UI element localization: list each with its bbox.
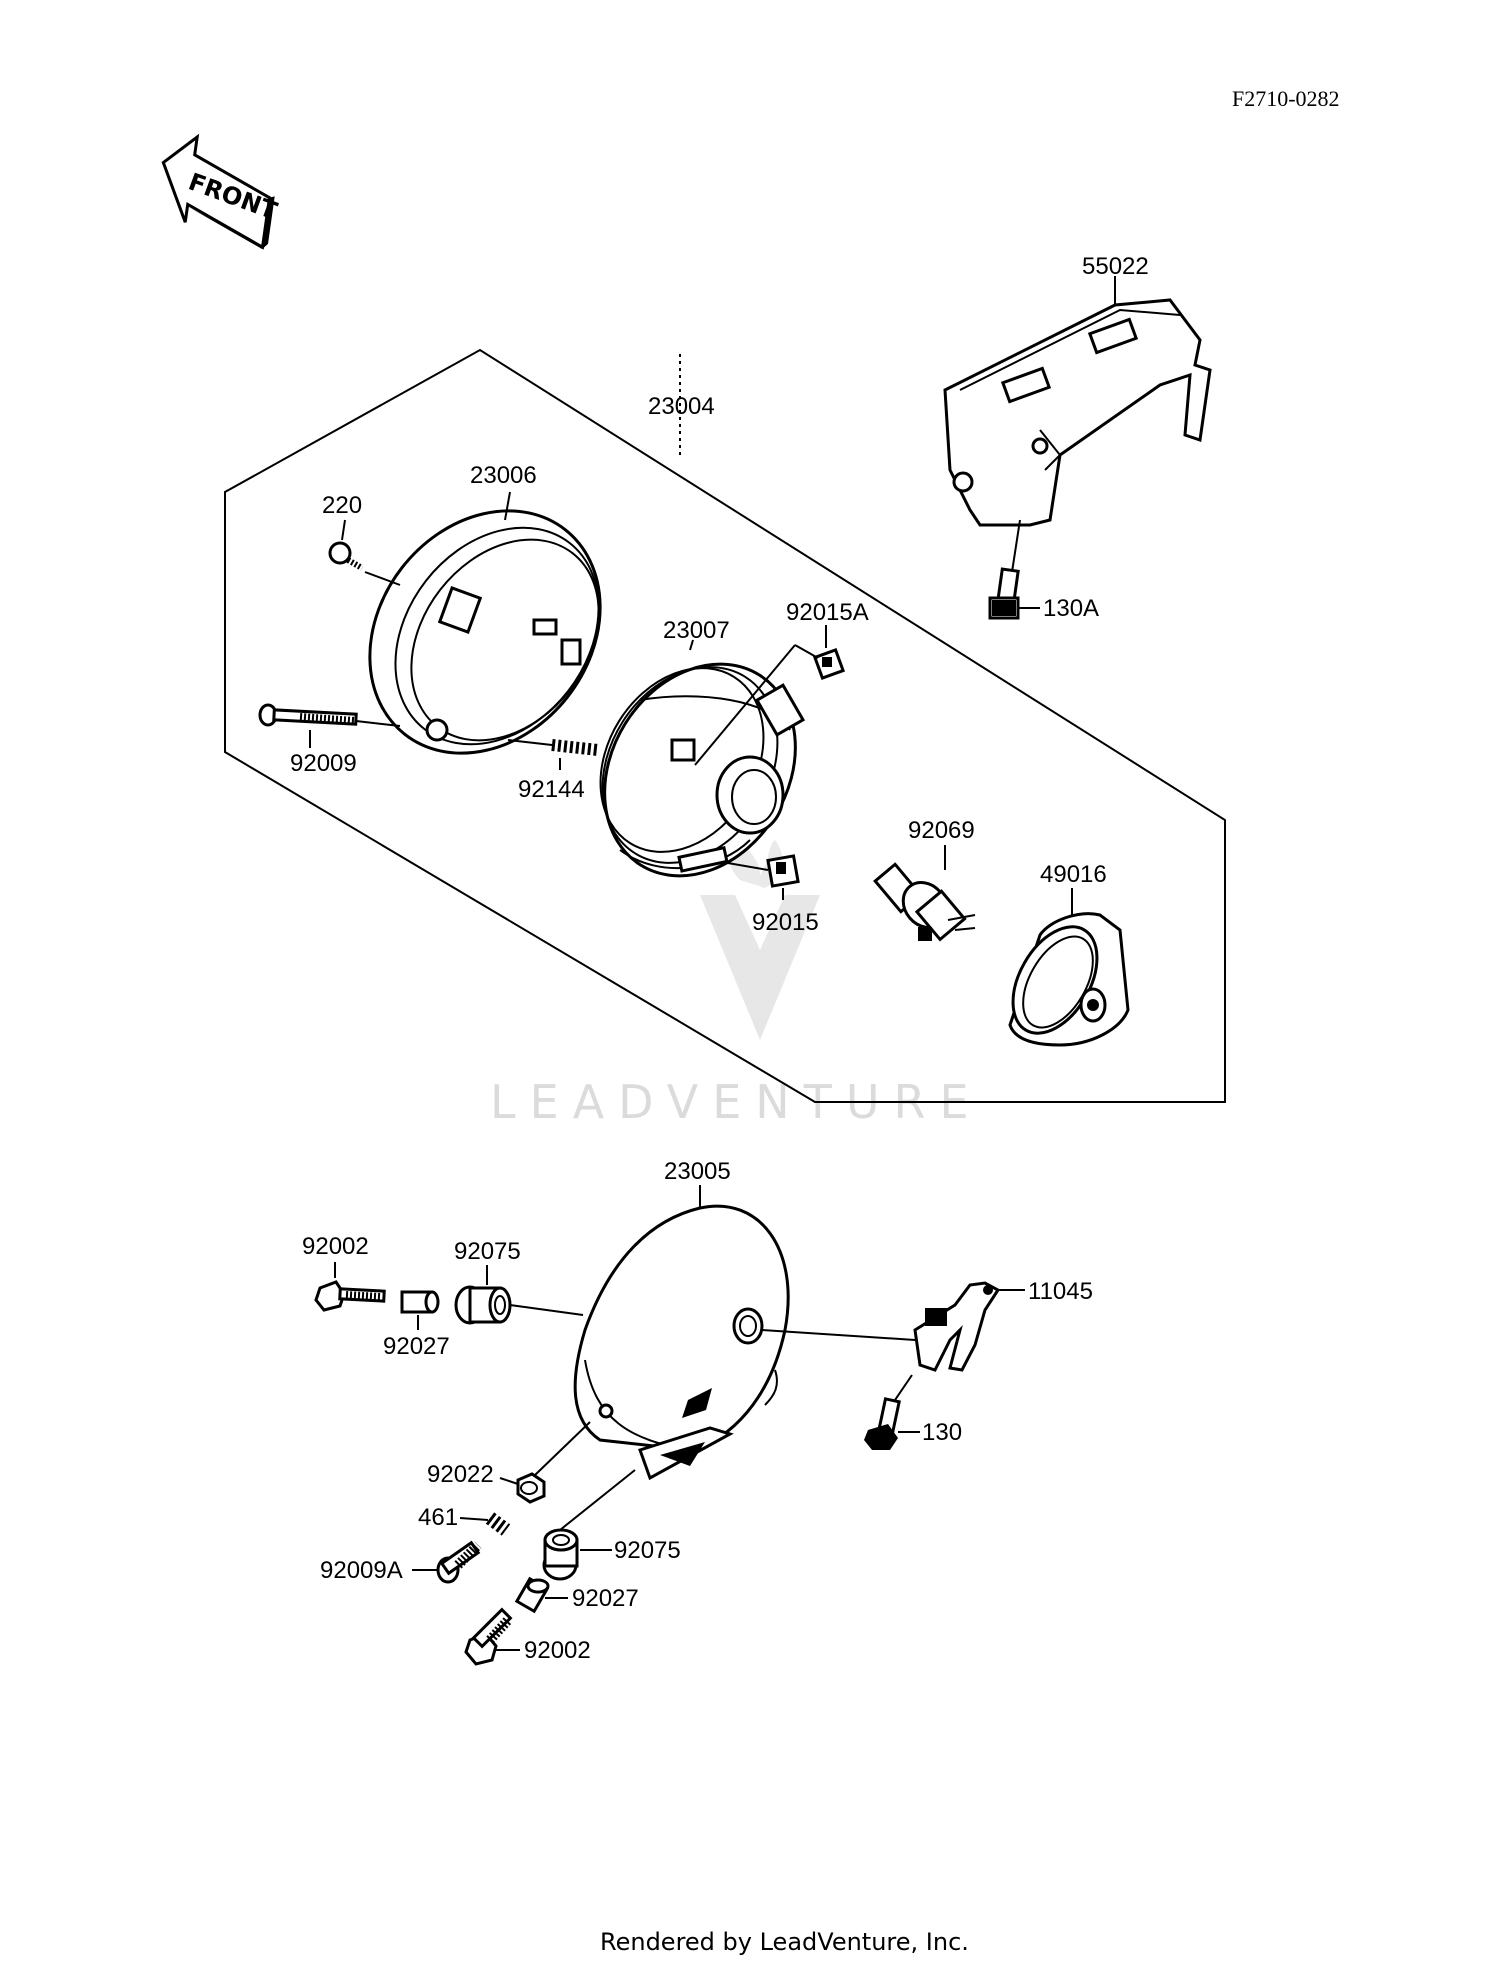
document-code: F2710-0282 <box>1232 86 1340 111</box>
bolt-92002-top-part[interactable] <box>314 1280 386 1312</box>
label-49016[interactable]: 49016 <box>1040 861 1107 888</box>
screw-220-part[interactable] <box>328 541 364 571</box>
label-92075-bottom[interactable]: 92075 <box>614 1537 681 1564</box>
spring-461-part[interactable] <box>485 1512 511 1536</box>
clip-92015-part[interactable] <box>766 854 800 888</box>
leader-220 <box>341 519 346 541</box>
label-23004[interactable]: 23004 <box>648 393 715 420</box>
leader-23006 <box>504 491 511 521</box>
bolt-92002-bottom-part[interactable] <box>464 1607 513 1666</box>
bolt-130-part[interactable] <box>864 1397 901 1450</box>
leader-130 <box>894 1374 913 1401</box>
part-labels: 55022 23004 23006 220 130A 23007 92015A … <box>290 253 1149 1664</box>
footer-credit: Rendered by LeadVenture, Inc. <box>600 1928 969 1956</box>
dust-cover-49016-part[interactable] <box>996 912 1130 1047</box>
label-23006[interactable]: 23006 <box>470 462 537 489</box>
leader-23007 <box>689 639 694 651</box>
label-55022[interactable]: 55022 <box>1082 253 1149 280</box>
leadventure-watermark: LEADVENTURE <box>490 830 969 1129</box>
label-220[interactable]: 220 <box>322 492 362 519</box>
leader-92015A-b <box>794 644 819 659</box>
nut-92022-part[interactable] <box>516 1472 546 1504</box>
adjust-screw-92009-part[interactable] <box>258 703 358 727</box>
headlight-cover-part[interactable] <box>943 298 1212 527</box>
label-92027-bottom[interactable]: 92027 <box>572 1585 639 1612</box>
front-arrow-icon: FRONT <box>161 133 281 250</box>
spring-92144-part[interactable] <box>551 739 599 756</box>
label-92022[interactable]: 92022 <box>427 1461 494 1488</box>
label-92009[interactable]: 92009 <box>290 750 357 777</box>
assembly-outline <box>224 348 1226 1103</box>
leader-92022-b <box>534 1421 591 1476</box>
leader-92075-top-b <box>509 1304 584 1316</box>
label-11045[interactable]: 11045 <box>1028 1278 1093 1305</box>
screw-92009A-part[interactable] <box>436 1540 482 1584</box>
bracket-11045-part[interactable] <box>913 1281 1001 1372</box>
bulb-92069-part[interactable] <box>873 862 976 942</box>
label-23005[interactable]: 23005 <box>664 1158 731 1185</box>
label-461[interactable]: 461 <box>418 1504 458 1531</box>
reflector-unit-part[interactable] <box>566 628 834 911</box>
leader-220-b <box>364 571 401 586</box>
label-92002-bottom[interactable]: 92002 <box>524 1637 591 1664</box>
label-92144[interactable]: 92144 <box>518 776 585 803</box>
bolt-130A-part[interactable] <box>988 519 1021 620</box>
label-92015[interactable]: 92015 <box>752 909 819 936</box>
label-92015A[interactable]: 92015A <box>786 599 869 626</box>
leader-92015 <box>721 861 769 871</box>
collar-92027-bottom-part[interactable] <box>514 1576 550 1614</box>
headlight-rim-part[interactable] <box>322 465 648 799</box>
headlight-housing-part[interactable] <box>573 1204 790 1481</box>
leader-92009 <box>355 720 401 727</box>
grommet-92075-bottom-part[interactable] <box>542 1528 579 1581</box>
label-130[interactable]: 130 <box>922 1419 962 1446</box>
label-23007[interactable]: 23007 <box>663 617 730 644</box>
leader-92144 <box>507 739 553 746</box>
label-92075-top[interactable]: 92075 <box>454 1238 521 1265</box>
leader-92022 <box>499 1477 519 1485</box>
leader-461 <box>459 1517 489 1521</box>
leader-23007-b <box>694 644 796 766</box>
label-92009A[interactable]: 92009A <box>320 1557 403 1584</box>
clip-92015A-part[interactable] <box>812 647 846 681</box>
leader-11045-b <box>761 1329 916 1341</box>
label-92069[interactable]: 92069 <box>908 817 975 844</box>
leader-92075-bottom-b <box>559 1469 636 1531</box>
label-92027-top[interactable]: 92027 <box>383 1333 450 1360</box>
label-130A[interactable]: 130A <box>1043 595 1099 622</box>
label-92002-top[interactable]: 92002 <box>302 1233 369 1260</box>
collar-92027-top-part[interactable] <box>400 1290 440 1314</box>
grommet-92075-top-part[interactable] <box>454 1285 512 1325</box>
